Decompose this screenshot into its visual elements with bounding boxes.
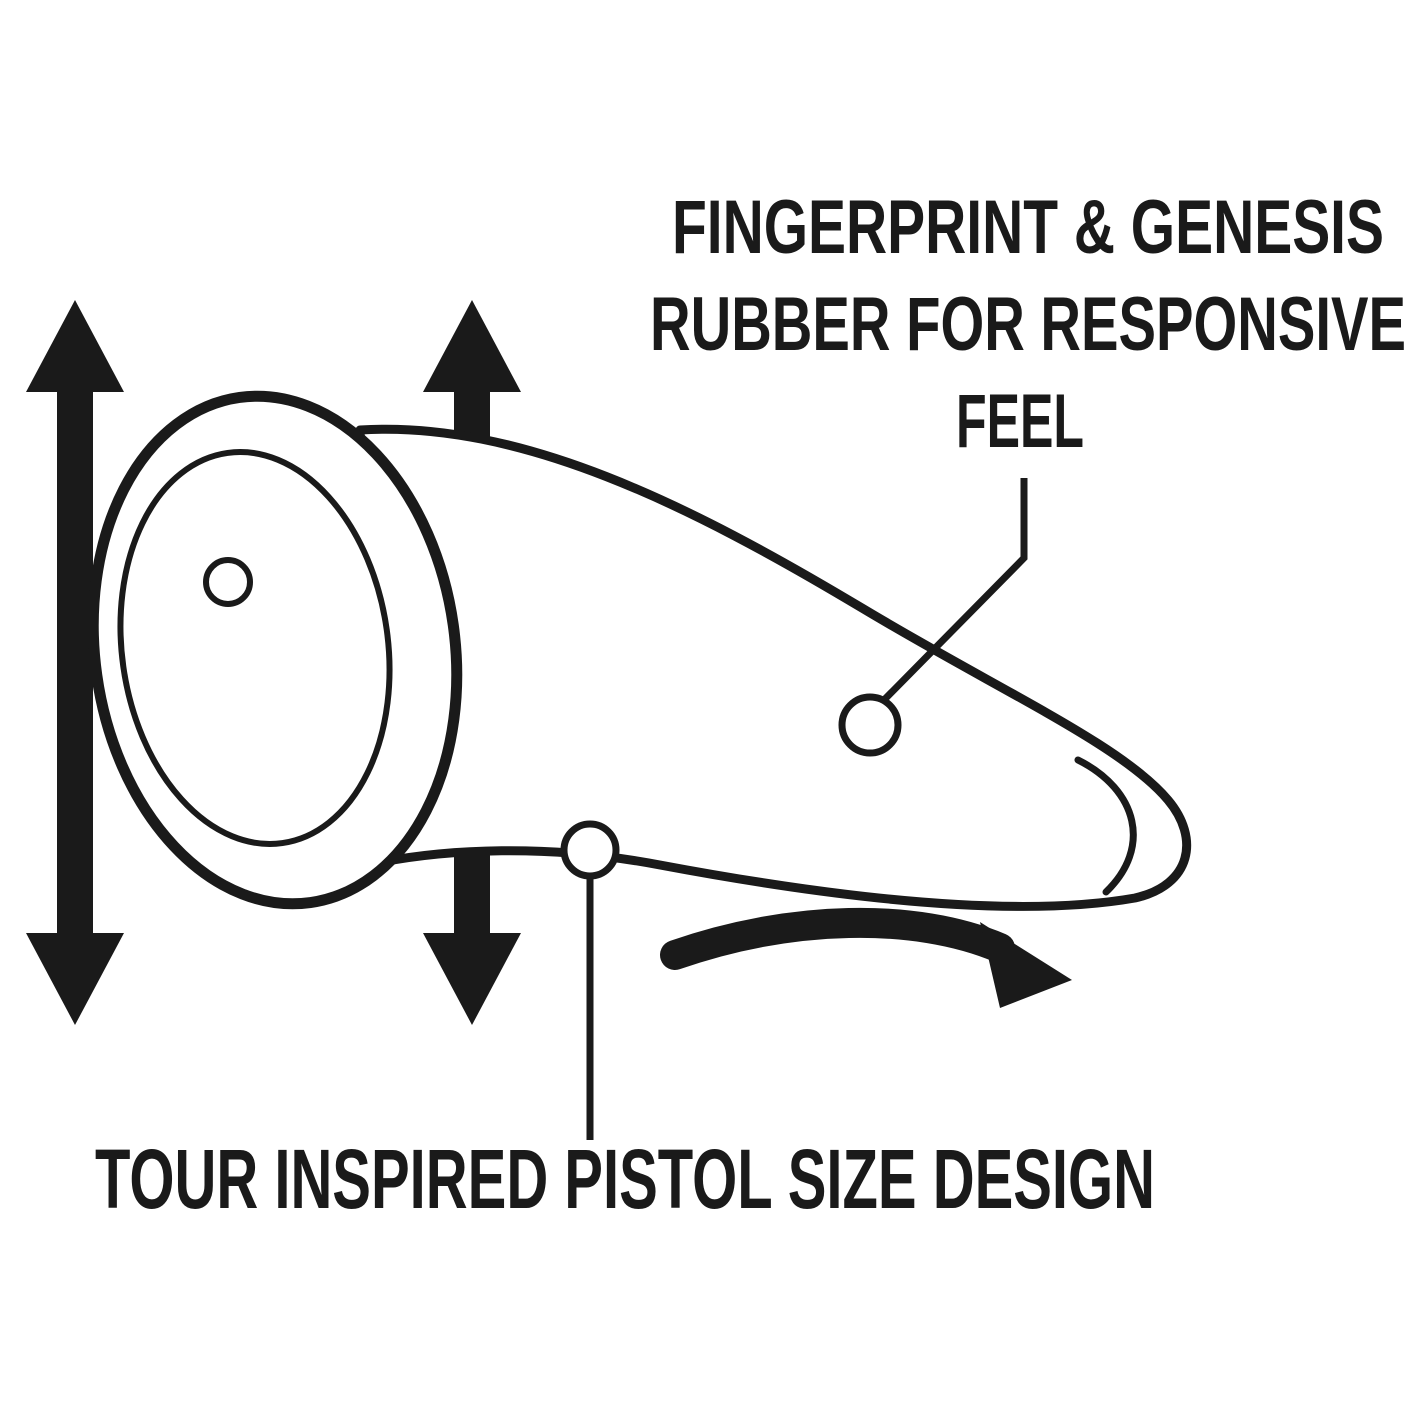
grip-tip-contour bbox=[1074, 756, 1137, 896]
callout-point-top bbox=[838, 693, 902, 757]
arrow-head-down bbox=[423, 933, 521, 1025]
arrow-head-up bbox=[423, 300, 521, 392]
top-annotation-label: FINGERPRINT & GENESIS RUBBER FOR RESPONS… bbox=[650, 185, 1406, 464]
arrow-head-down bbox=[26, 933, 124, 1025]
grip-shaft-outline bbox=[355, 424, 1192, 911]
grip-butt-center-dot bbox=[203, 557, 253, 607]
bottom-annotation-label: TOUR INSPIRED PISTOL SIZE DESIGN bbox=[95, 1132, 1155, 1226]
top-annotation-line1: FINGERPRINT & GENESIS bbox=[672, 185, 1384, 270]
arrow-head-up bbox=[26, 300, 124, 392]
arrow-shaft bbox=[57, 375, 93, 950]
top-annotation-leader-line bbox=[881, 478, 1028, 703]
curved-right-arrow-icon bbox=[660, 907, 1072, 1008]
callout-point-bottom bbox=[560, 820, 620, 880]
grip-butt-inner-contour bbox=[117, 449, 393, 847]
top-annotation-line3: FEEL bbox=[956, 379, 1084, 464]
top-annotation-line2: RUBBER FOR RESPONSIVE bbox=[650, 282, 1406, 367]
curved-arrow-head bbox=[980, 922, 1072, 1008]
up-down-arrow-left-icon bbox=[26, 300, 124, 1025]
curved-arrow-shaft bbox=[660, 907, 1015, 970]
